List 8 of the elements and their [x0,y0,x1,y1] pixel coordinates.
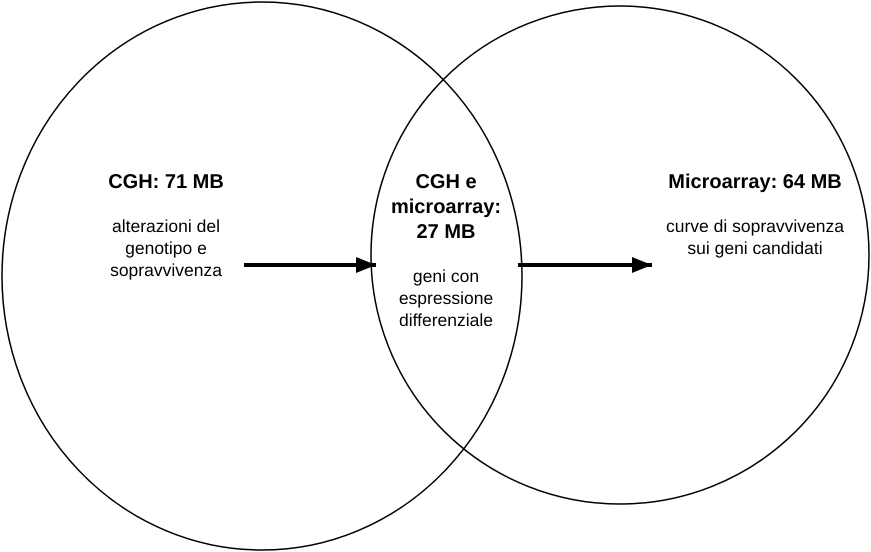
region-description: curve di sopravvivenza sui geni candidati [665,215,845,259]
region-heading: CGH: 71 MB [108,170,224,195]
region-description: alterazioni del genotipo e sopravvivenza [109,215,223,281]
arrow [518,257,652,273]
region-heading: Microarray: 64 MB [668,170,842,195]
region-description: geni con espressione differenziale [398,265,494,331]
region-heading: CGH e microarray: 27 MB [390,170,502,245]
arrow [244,257,376,273]
